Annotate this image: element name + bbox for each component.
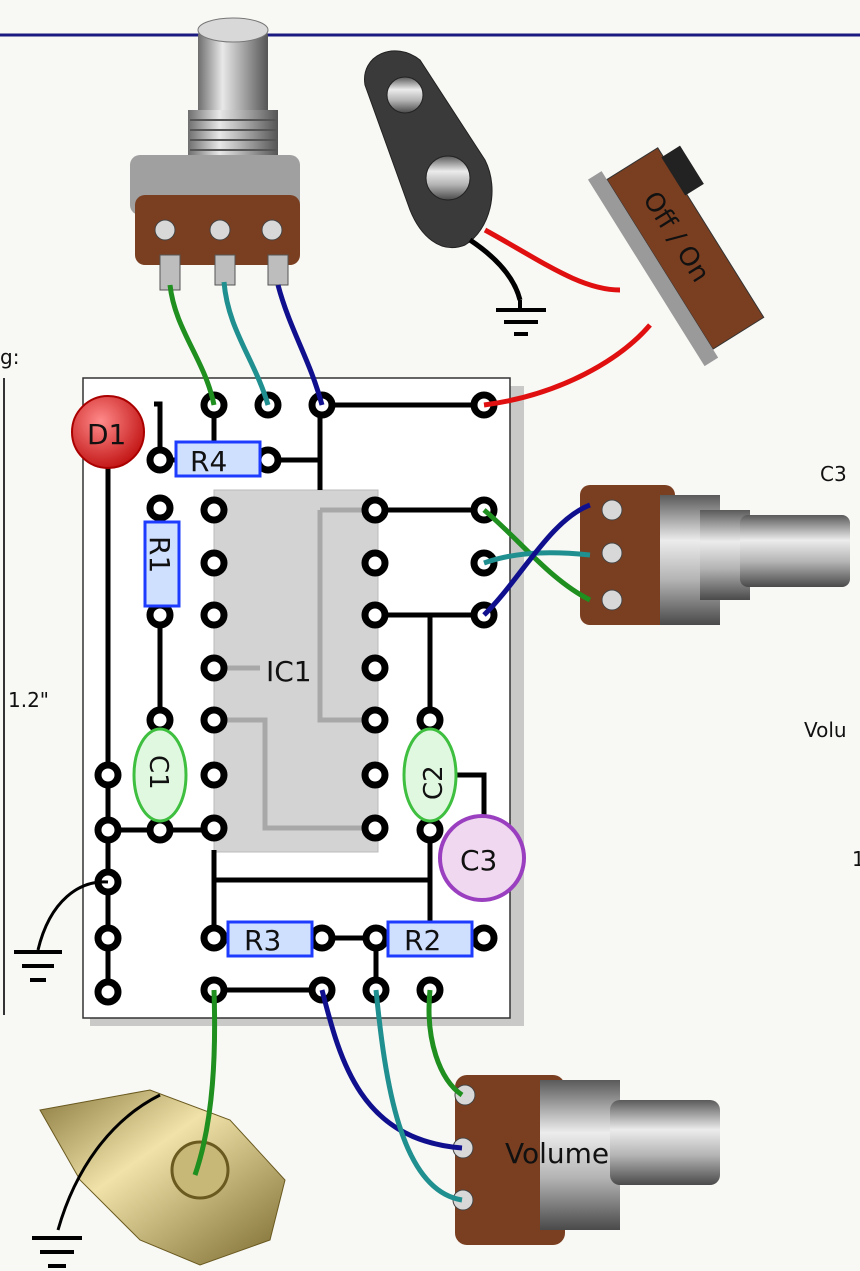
right-label-c3: C3 [820,462,847,486]
wire-teal-right [483,550,591,566]
wire-green-right [482,508,592,603]
svg-text:R2: R2 [404,924,441,957]
wire-black-battery [468,237,523,301]
svg-text:R1: R1 [143,536,176,573]
ground-icon [496,300,546,336]
svg-text:Volume: Volume [505,1137,609,1170]
svg-text:R4: R4 [190,445,227,478]
slide-switch: Off / On [587,145,765,367]
c3-capacitor: C3 [438,814,526,902]
ground-icon [14,950,62,982]
audio-jack [39,1089,286,1266]
r2-resistor: R2 [386,920,474,958]
right-label-volu: Volu [804,718,847,742]
wire-green-volume [426,989,464,1098]
wire-teal-volume [373,989,463,1203]
wire-red-battery [483,227,621,293]
r3-resistor: R3 [226,920,314,958]
left-heading-fragment: g: [0,345,19,369]
battery-snap [364,50,493,249]
svg-text:C2: C2 [419,765,449,800]
d1-led: D1 [71,395,145,469]
wire-green-jack [192,989,218,1176]
wire-black-board-ground [36,880,109,951]
right-potentiometer [580,485,850,625]
wire-blue-volume [319,989,463,1151]
wire-blue-right [482,502,591,617]
wire-black-jack [56,1093,161,1231]
svg-text:D1: D1 [87,418,126,451]
wire-red-switch [483,323,652,408]
svg-text:C3: C3 [460,844,497,877]
svg-text:C1: C1 [143,755,173,790]
ic-internal-traces [215,507,375,831]
c2-capacitor: C2 [402,727,458,823]
right-label-1: 1 [852,847,860,871]
wire-blue-top [275,284,325,406]
wire-green-top [167,284,217,406]
r1-resistor: R1 [143,520,181,608]
svg-text:R3: R3 [244,924,281,957]
left-dimension-fragment: 1.2" [8,688,49,712]
ic1-label: IC1 [266,655,312,688]
volume-potentiometer: Volume [452,1075,720,1245]
wire-teal-top [221,281,271,406]
c1-capacitor: C1 [132,727,188,823]
top-potentiometer [130,17,300,291]
r4-resistor: R4 [174,440,262,478]
ground-icon [32,1236,82,1268]
